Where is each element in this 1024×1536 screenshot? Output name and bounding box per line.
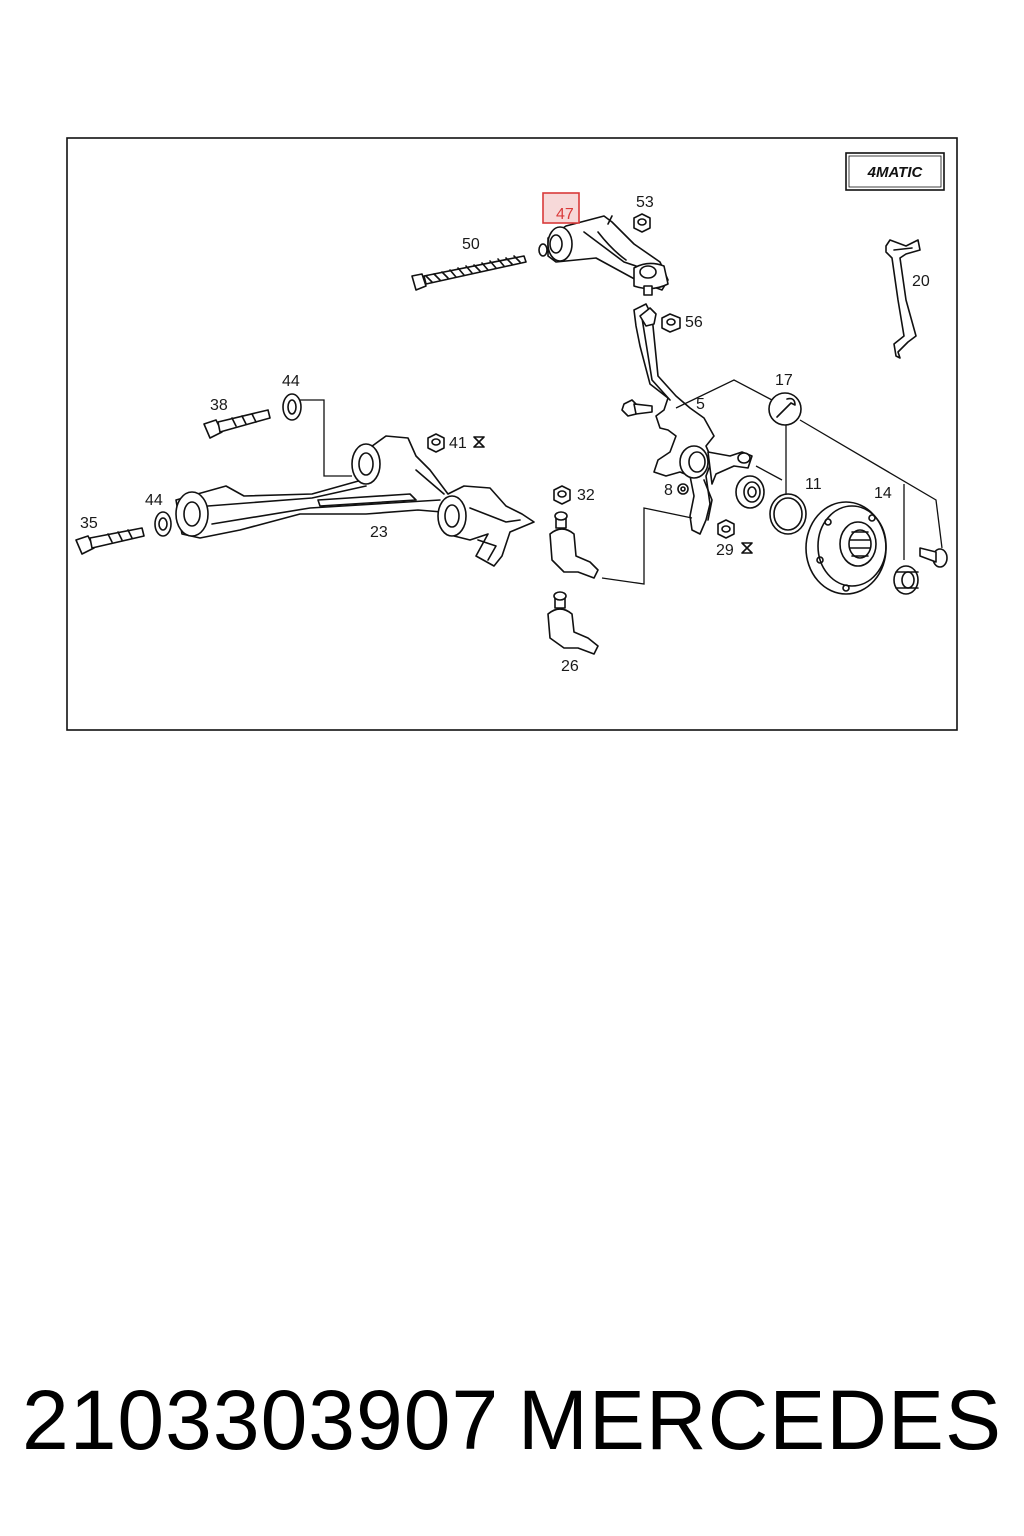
callout-17[interactable]: 17	[775, 372, 793, 389]
callout-20[interactable]: 20	[912, 273, 930, 290]
callout-56[interactable]: 56	[685, 314, 703, 331]
tie-rod-end-upper[interactable]	[549, 511, 599, 579]
wheel-bearing[interactable]	[735, 475, 765, 509]
leader-lines	[300, 379, 943, 585]
part-20-bracket[interactable]	[885, 239, 921, 359]
part-8-sleeve[interactable]	[677, 483, 689, 495]
part-number: 2103303907	[22, 1372, 500, 1467]
parts-diagram: 4MATIC	[66, 137, 958, 731]
callout-26[interactable]: 26	[561, 658, 579, 675]
part-47-highlight-box	[542, 192, 580, 224]
callout-35[interactable]: 35	[80, 515, 98, 532]
part-5-steering-knuckle[interactable]	[633, 303, 753, 535]
callout-5[interactable]: 5	[696, 396, 705, 413]
callout-44-upper[interactable]: 44	[282, 373, 300, 390]
callout-11[interactable]: 11	[805, 476, 822, 493]
callout-23[interactable]: 23	[370, 524, 388, 541]
callout-44-lower[interactable]: 44	[145, 492, 163, 509]
callout-32[interactable]: 32	[577, 487, 595, 504]
part-47-upper-control-arm[interactable]	[538, 215, 669, 296]
callout-41[interactable]: 41	[449, 435, 467, 452]
part-35-bolt[interactable]	[75, 527, 145, 555]
callout-47[interactable]: 47	[556, 206, 574, 223]
marker-29-icon	[741, 542, 753, 554]
callout-50[interactable]: 50	[462, 236, 480, 253]
hub-nut[interactable]	[893, 565, 919, 595]
callout-53[interactable]: 53	[636, 194, 654, 211]
callout-38[interactable]: 38	[210, 397, 228, 414]
part-53-nut[interactable]	[633, 213, 651, 233]
part-50-bolt[interactable]	[411, 255, 527, 291]
part-14-wheel-hub[interactable]	[805, 501, 887, 595]
knuckle-bolt[interactable]	[621, 399, 653, 417]
brand-name: MERCEDES	[517, 1372, 1002, 1467]
part-44-washer-upper[interactable]	[282, 393, 302, 421]
marker-41-icon	[473, 436, 485, 448]
part-23-lower-control-arm[interactable]	[175, 435, 535, 567]
part-17-tool-symbol[interactable]	[768, 392, 802, 426]
part-56-nut[interactable]	[661, 313, 681, 333]
4matic-badge: 4MATIC	[845, 152, 945, 191]
diagram-frame	[66, 137, 958, 731]
part-26-ball-joint[interactable]	[547, 591, 599, 655]
part-41-nut[interactable]	[427, 433, 445, 453]
part-11-circlip[interactable]	[769, 493, 807, 535]
part-29-nut[interactable]	[717, 519, 735, 539]
part-32-nut[interactable]	[553, 485, 571, 505]
part-38-bolt[interactable]	[203, 409, 271, 439]
4matic-badge-text: 4MATIC	[867, 164, 924, 181]
callout-8[interactable]: 8	[664, 482, 673, 499]
callout-29[interactable]: 29	[716, 542, 734, 559]
wheel-bolt[interactable]	[919, 547, 948, 568]
part-44-washer-lower[interactable]	[154, 511, 172, 537]
callout-14[interactable]: 14	[874, 485, 892, 502]
part-info-footer: 2103303907 MERCEDES	[0, 1360, 1024, 1480]
